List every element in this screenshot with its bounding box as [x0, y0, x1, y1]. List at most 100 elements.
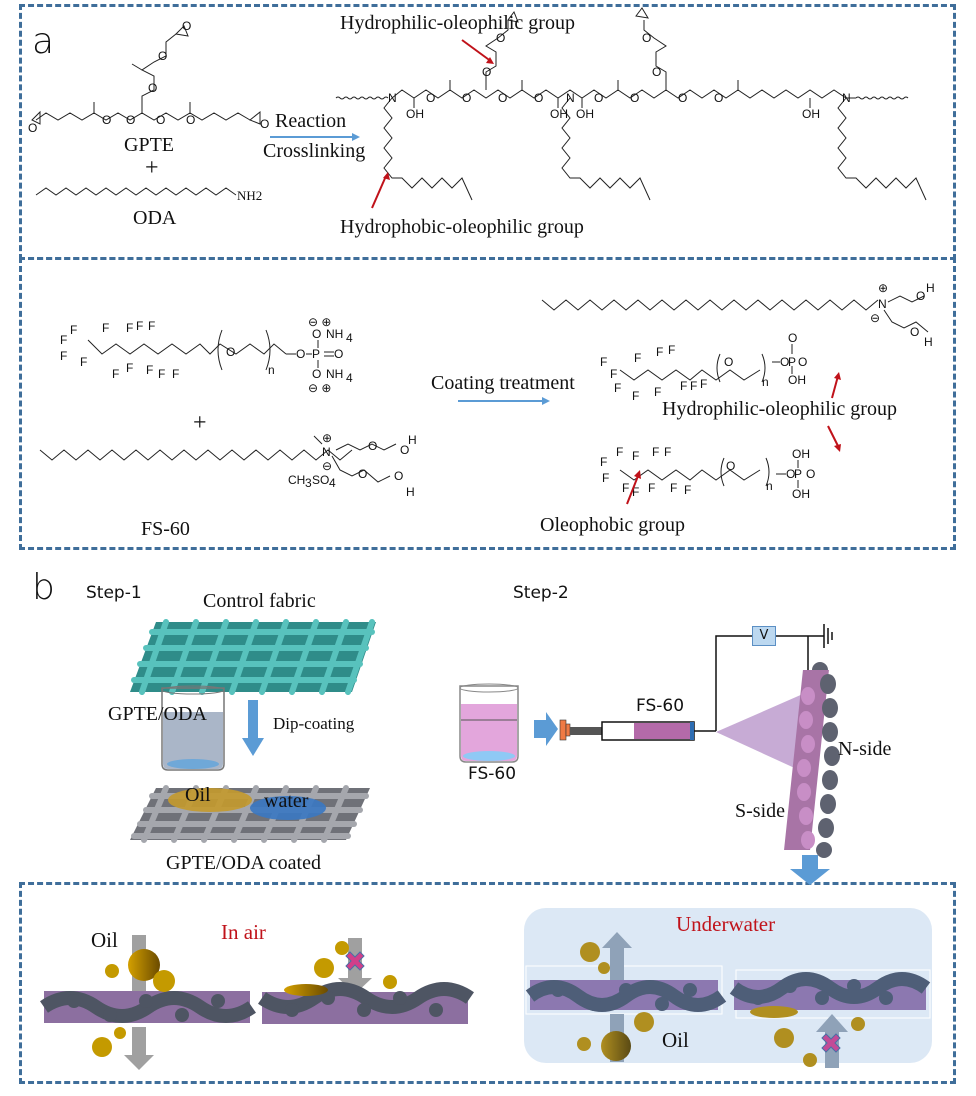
svg-text:O: O — [910, 325, 919, 339]
svg-text:O: O — [400, 443, 409, 457]
svg-text:F: F — [616, 445, 623, 459]
svg-text:O: O — [788, 331, 797, 345]
svg-text:O: O — [652, 65, 661, 79]
svg-text:O: O — [726, 459, 735, 473]
plus-sign-1: + — [145, 155, 159, 181]
gpte-oda-coated-label: GPTE/ODA coated — [166, 852, 321, 874]
gpte-oda-beaker-label: GPTE/ODA — [108, 703, 207, 725]
svg-text:O: O — [534, 91, 543, 105]
reaction-arrow-top-label: Reaction — [275, 110, 347, 132]
svg-text:O: O — [296, 347, 305, 361]
panel-b-letter: b — [32, 567, 55, 608]
svg-text:F: F — [172, 367, 179, 381]
svg-text:n: n — [766, 479, 773, 493]
svg-text:n: n — [762, 375, 769, 389]
svg-text:P: P — [788, 355, 796, 369]
svg-text:F: F — [158, 367, 165, 381]
down-arrow-to-results — [790, 855, 830, 885]
svg-text:OH: OH — [576, 107, 594, 121]
annotation-arrow-hydrophilic-1 — [461, 39, 494, 64]
svg-text:O: O — [394, 469, 403, 483]
amine-label: NH2 — [237, 188, 263, 203]
in-air-oil-permeation-illustration — [40, 935, 256, 1070]
svg-text:P: P — [312, 347, 320, 361]
svg-text:O: O — [806, 467, 815, 481]
svg-text:O: O — [368, 439, 377, 453]
svg-text:⊖ ⊕: ⊖ ⊕ — [308, 315, 331, 329]
reaction-arrow-bottom-label: Crosslinking — [263, 140, 366, 162]
svg-text:⊕: ⊕ — [878, 281, 888, 295]
svg-text:F: F — [632, 389, 639, 403]
svg-text:O: O — [334, 347, 343, 361]
annotation-arrow-oleophobic — [626, 470, 641, 505]
svg-text:O: O — [594, 91, 603, 105]
svg-text:N: N — [878, 297, 887, 311]
svg-text:F: F — [668, 343, 675, 357]
annotation-arrow-hydrophobic-1 — [371, 172, 390, 209]
svg-text:⊖ ⊕: ⊖ ⊕ — [308, 381, 331, 395]
voltage-label: V — [759, 628, 769, 643]
transfer-arrow — [534, 712, 558, 746]
svg-text:F: F — [60, 349, 67, 363]
water-label-step1: water — [264, 790, 309, 812]
svg-text:4: 4 — [346, 371, 353, 385]
svg-text:O: O — [158, 49, 167, 63]
svg-text:3: 3 — [305, 476, 312, 490]
svg-text:F: F — [648, 481, 655, 495]
svg-text:O: O — [312, 367, 321, 381]
step1-title: Step-1 — [86, 583, 142, 603]
svg-text:N: N — [388, 91, 397, 105]
underwater-oil-permeation-illustration — [525, 932, 727, 1062]
svg-text:O: O — [186, 113, 195, 127]
svg-text:O: O — [714, 91, 723, 105]
coated-fabric-illustration — [130, 785, 370, 843]
svg-text:F: F — [600, 355, 607, 369]
svg-text:n: n — [268, 363, 275, 377]
svg-text:F: F — [670, 481, 677, 495]
underwater-oil-blocked-illustration — [729, 969, 931, 1068]
svg-text:F: F — [614, 381, 621, 395]
underwater-label: Underwater — [676, 912, 776, 936]
svg-text:SO: SO — [312, 473, 329, 487]
svg-text:O: O — [28, 121, 37, 135]
svg-text:F: F — [602, 471, 609, 485]
svg-text:O: O — [182, 19, 191, 33]
svg-text:O: O — [678, 91, 687, 105]
svg-text:F: F — [622, 481, 629, 495]
svg-text:O: O — [102, 113, 111, 127]
svg-text:F: F — [632, 485, 639, 499]
svg-text:N: N — [322, 445, 331, 459]
svg-text:OH: OH — [792, 487, 810, 501]
svg-text:O: O — [498, 91, 507, 105]
svg-text:F: F — [126, 361, 133, 375]
coating-treatment-label: Coating treatment — [431, 372, 575, 394]
svg-text:⊖: ⊖ — [322, 459, 332, 473]
fs60-beaker — [459, 683, 519, 763]
svg-text:N: N — [842, 91, 851, 105]
dip-coating-label: Dip-coating — [273, 714, 355, 733]
fabric-cross-section-2 — [258, 982, 474, 1024]
svg-text:O: O — [156, 113, 165, 127]
reaction-arrow — [270, 133, 360, 141]
svg-text:O: O — [226, 345, 235, 359]
oil-label-step1: Oil — [185, 784, 211, 806]
svg-text:OH: OH — [406, 107, 424, 121]
svg-text:OH: OH — [550, 107, 568, 121]
spray-cone — [716, 690, 812, 776]
svg-text:F: F — [654, 385, 661, 399]
svg-text:F: F — [60, 333, 67, 347]
svg-text:F: F — [700, 377, 707, 391]
svg-text:O: O — [798, 355, 807, 369]
svg-text:F: F — [80, 355, 87, 369]
svg-text:F: F — [70, 323, 77, 337]
svg-text:O: O — [312, 327, 321, 341]
svg-text:4: 4 — [329, 476, 336, 490]
panel-a-reaction2-frame — [19, 257, 956, 550]
svg-text:O: O — [916, 289, 925, 303]
svg-text:⊕: ⊕ — [322, 431, 332, 445]
svg-text:H: H — [408, 433, 417, 447]
annotation-arrow-hydrophilic-2-down — [827, 425, 841, 452]
svg-text:OH: OH — [802, 107, 820, 121]
